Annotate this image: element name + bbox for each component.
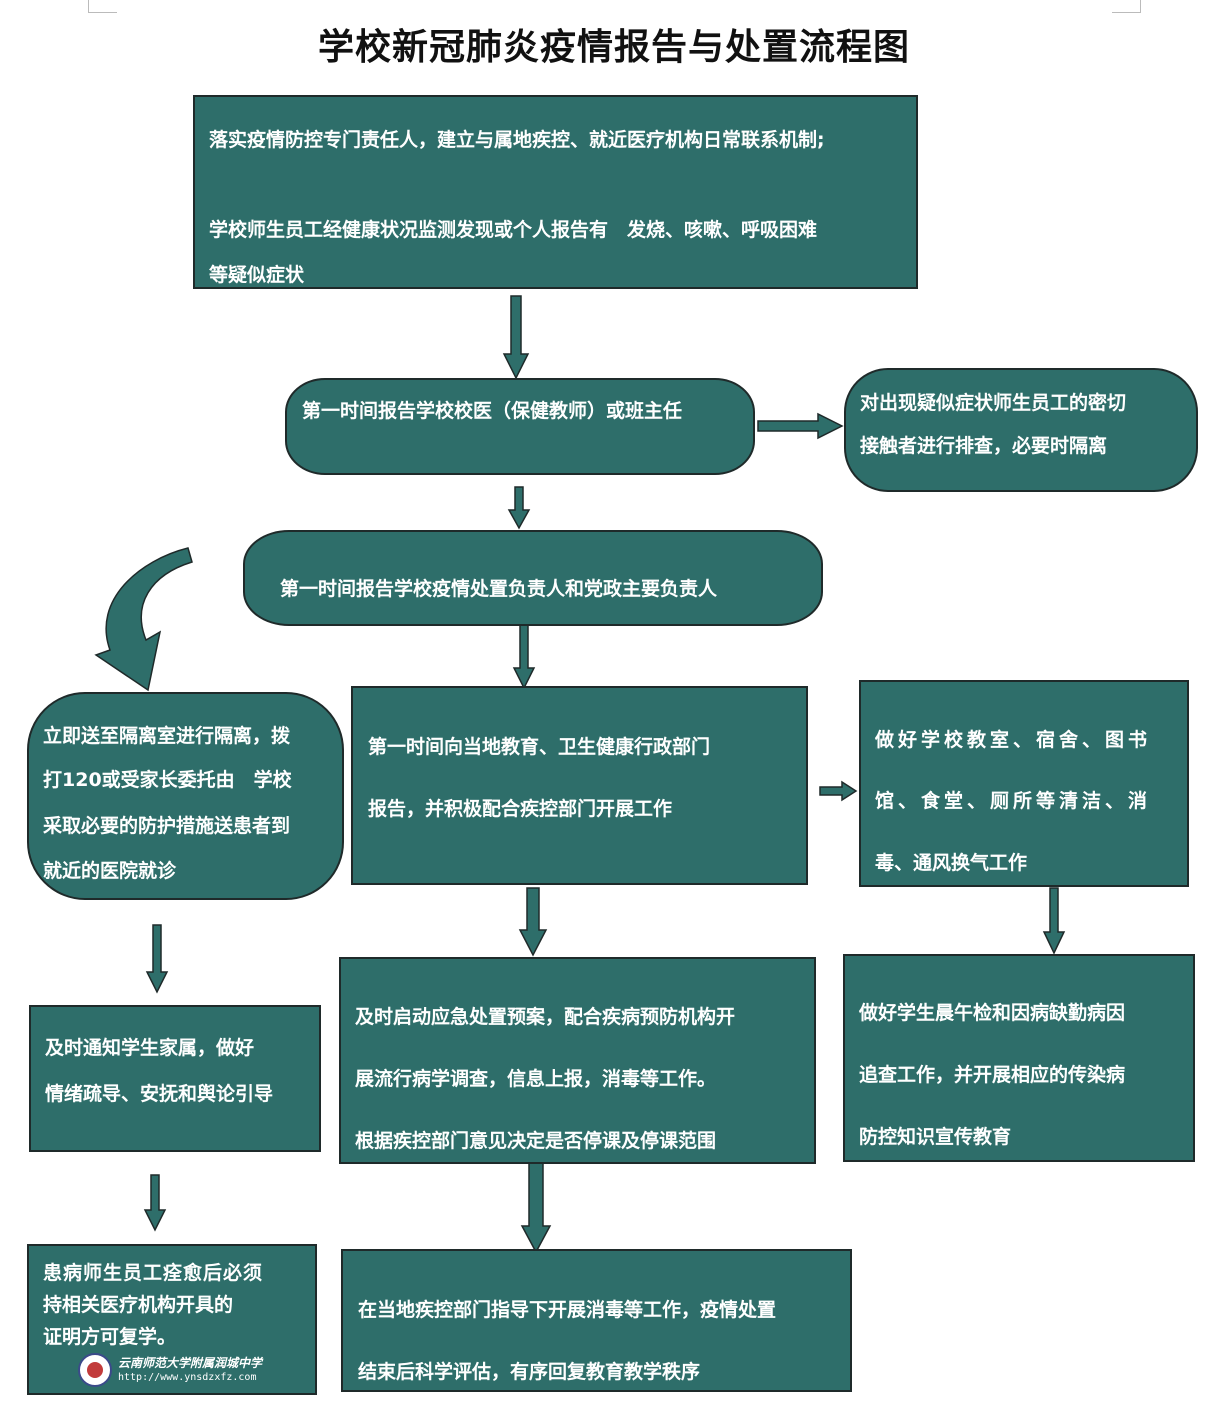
box-recovery-line3: 证明方可复学。 [43, 1326, 177, 1348]
box-report-dept: 第一时间向当地教育、卫生健康行政部门 报告，并积极配合疾控部门开展工作 [351, 686, 808, 885]
box-report-dept-line1: 第一时间向当地教育、卫生健康行政部门 [368, 736, 711, 758]
box-emergency-plan-line1: 及时启动应急处置预案，配合疾病预防机构开 [355, 1006, 736, 1028]
box-final-line2: 结束后科学评估，有序回复教育教学秩序 [358, 1361, 701, 1383]
box-monitoring: 落实疫情防控专门责任人，建立与属地疾控、就近医疗机构日常联系机制; 学校师生员工… [193, 95, 918, 289]
school-logo-url: http://www.ynsdzxfz.com [118, 1372, 257, 1383]
box-cleaning: 做好学校教室、宿舍、图书 馆、食堂、厕所等清洁、消 毒、通风换气工作 [859, 680, 1189, 887]
box-monitoring-line3: 等疑似症状 [209, 264, 305, 286]
arrow-down-1 [502, 295, 530, 380]
box-isolation-line2: 打120或受家长委托由 学校 [43, 769, 292, 791]
arrow-down-2 [507, 486, 531, 530]
box-report-leader-line1: 第一时间报告学校疫情处置负责人和党政主要负责人 [280, 578, 718, 600]
box-morning-check-line3: 防控知识宣传教育 [859, 1126, 1012, 1148]
box-recovery-line2: 持相关医疗机构开具的 [43, 1294, 234, 1316]
page-title: 学校新冠肺炎疫情报告与处置流程图 [317, 27, 910, 68]
box-final-line1: 在当地疾控部门指导下开展消毒等工作，疫情处置 [358, 1299, 777, 1321]
box-report-dept-line2: 报告，并积极配合疾控部门开展工作 [368, 798, 673, 820]
box-notify-family: 及时通知学生家属，做好 情绪疏导、安抚和舆论引导 [29, 1005, 321, 1152]
box-emergency-plan-line3: 根据疾控部门意见决定是否停课及停课范围 [355, 1130, 717, 1152]
arrow-down-7 [1042, 887, 1066, 955]
arrow-down-8 [520, 1159, 552, 1254]
box-cleaning-line2: 馆、食堂、厕所等清洁、消 [875, 790, 1152, 812]
box-morning-check-line1: 做好学生晨午检和因病缺勤病因 [859, 1002, 1126, 1024]
box-notify-family-line2: 情绪疏导、安抚和舆论引导 [45, 1083, 274, 1105]
box-recovery: 患病师生员工痊愈后必须 持相关医疗机构开具的 证明方可复学。 [27, 1244, 317, 1395]
arrow-down-6 [143, 1174, 167, 1232]
arrow-right-2 [819, 780, 858, 802]
box-emergency-plan: 及时启动应急处置预案，配合疾病预防机构开 展流行病学调查，信息上报，消毒等工作。… [339, 957, 816, 1164]
box-contact-trace: 对出现疑似症状师生员工的密切 接触者进行排查，必要时隔离 [844, 368, 1198, 492]
box-notify-family-line1: 及时通知学生家属，做好 [45, 1037, 255, 1059]
box-contact-trace-line1: 对出现疑似症状师生员工的密切 [860, 392, 1127, 414]
box-report-doctor: 第一时间报告学校校医（保健教师）或班主任 [285, 378, 755, 475]
box-isolation-line3: 采取必要的防护措施送患者到 [43, 815, 291, 837]
box-recovery-line1: 患病师生员工痊愈后必须 [43, 1262, 264, 1284]
arrow-down-4 [518, 887, 548, 957]
box-monitoring-line2: 学校师生员工经健康状况监测发现或个人报告有 发烧、咳嗽、呼吸困难 [209, 219, 818, 241]
box-morning-check-line2: 追查工作，并开展相应的传染病 [859, 1064, 1126, 1086]
box-contact-trace-line2: 接触者进行排查，必要时隔离 [860, 435, 1108, 457]
box-report-doctor-line1: 第一时间报告学校校医（保健教师）或班主任 [302, 400, 683, 422]
box-final: 在当地疾控部门指导下开展消毒等工作，疫情处置 结束后科学评估，有序回复教育教学秩… [341, 1249, 852, 1392]
box-morning-check: 做好学生晨午检和因病缺勤病因 追查工作，并开展相应的传染病 防控知识宣传教育 [843, 954, 1195, 1162]
box-isolation-line4: 就近的医院就诊 [43, 860, 177, 882]
box-isolation-line1: 立即送至隔离室进行隔离，拨 [43, 725, 291, 747]
arrow-down-5 [145, 924, 169, 994]
box-report-leader: 第一时间报告学校疫情处置负责人和党政主要负责人 [243, 530, 823, 626]
curved-arrow [94, 547, 193, 692]
box-cleaning-line3: 毒、通风换气工作 [875, 852, 1028, 874]
school-logo-name: 云南师范大学附属润城中学 [118, 1356, 263, 1370]
corner-mark-left [88, 0, 117, 13]
corner-mark-right [1112, 0, 1141, 13]
box-monitoring-line1: 落实疫情防控专门责任人，建立与属地疾控、就近医疗机构日常联系机制; [209, 129, 825, 151]
box-cleaning-line1: 做好学校教室、宿舍、图书 [875, 729, 1152, 751]
box-isolation: 立即送至隔离室进行隔离，拨 打120或受家长委托由 学校 采取必要的防护措施送患… [27, 692, 344, 900]
box-emergency-plan-line2: 展流行病学调查，信息上报，消毒等工作。 [355, 1068, 717, 1090]
arrow-down-3 [512, 622, 536, 690]
school-logo-icon [78, 1353, 112, 1387]
arrow-right-1 [757, 412, 844, 440]
